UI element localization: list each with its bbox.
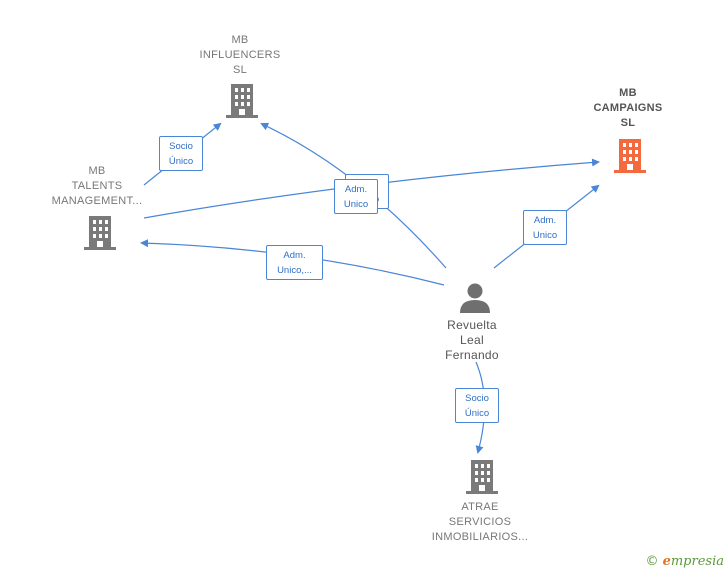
edge-label-line: Adm. bbox=[344, 184, 368, 195]
building-icon[interactable] bbox=[466, 460, 498, 494]
node-label-mb-talents[interactable]: MB TALENTS MANAGEMENT... bbox=[37, 164, 157, 209]
building-icon[interactable] bbox=[226, 84, 258, 118]
node-label-mb-influencers[interactable]: MB INFLUENCERS SL bbox=[180, 33, 300, 78]
label-line: MANAGEMENT... bbox=[51, 195, 143, 207]
node-label-person[interactable]: Revuelta Leal Fernando bbox=[412, 318, 532, 363]
edge-label-line: Adm. bbox=[283, 250, 306, 261]
edge-label-line: Unico bbox=[343, 199, 369, 210]
label-line: MB bbox=[231, 34, 249, 46]
label-line: CAMPAIGNS bbox=[593, 102, 663, 114]
edge-label-person-atrae[interactable]: Socio Único bbox=[455, 388, 499, 423]
label-line: Revuelta bbox=[447, 318, 497, 332]
edge-label-line: Unico,... bbox=[277, 265, 312, 276]
person-icon[interactable] bbox=[459, 283, 491, 313]
edge-label-talents-influencers[interactable]: Socio Único bbox=[159, 136, 203, 171]
edge-label-line: Único bbox=[464, 408, 490, 419]
edge-label-line: Unico bbox=[532, 230, 558, 241]
label-line: SL bbox=[232, 64, 248, 76]
brand-initial: e bbox=[662, 554, 671, 569]
edge-label-line: Socio bbox=[465, 393, 489, 404]
building-icon-highlighted[interactable] bbox=[614, 139, 646, 173]
building-icon[interactable] bbox=[84, 216, 116, 250]
edge-label-line: Adm. bbox=[533, 215, 557, 226]
label-line: INFLUENCERS bbox=[199, 49, 281, 61]
label-line: MB bbox=[88, 165, 106, 177]
edge-label-line: Socio bbox=[169, 141, 193, 152]
label-line: INMOBILIARIOS... bbox=[431, 531, 529, 543]
label-line: Fernando bbox=[445, 348, 499, 362]
label-line: SERVICIOS bbox=[448, 516, 512, 528]
edge-label-person-campaigns[interactable]: Adm. Unico bbox=[523, 210, 567, 245]
label-line: SL bbox=[620, 117, 636, 129]
edge-label-person-talents[interactable]: Adm. Unico,... bbox=[266, 245, 323, 280]
label-line: MB bbox=[619, 87, 637, 99]
node-label-mb-campaigns[interactable]: MB CAMPAIGNS SL bbox=[570, 86, 686, 131]
label-line: TALENTS bbox=[71, 180, 123, 192]
brand-logo: © empresia bbox=[645, 554, 724, 569]
brand-name: mpresia bbox=[670, 554, 724, 569]
copyright-symbol: © bbox=[645, 554, 659, 569]
label-line: ATRAE bbox=[461, 501, 499, 513]
label-line: Leal bbox=[460, 333, 484, 347]
node-label-atrae[interactable]: ATRAE SERVICIOS INMOBILIARIOS... bbox=[410, 500, 550, 545]
edge-label-line: Único bbox=[168, 156, 194, 167]
edge-label-talents-campaigns[interactable]: Adm. Unico bbox=[334, 179, 378, 214]
